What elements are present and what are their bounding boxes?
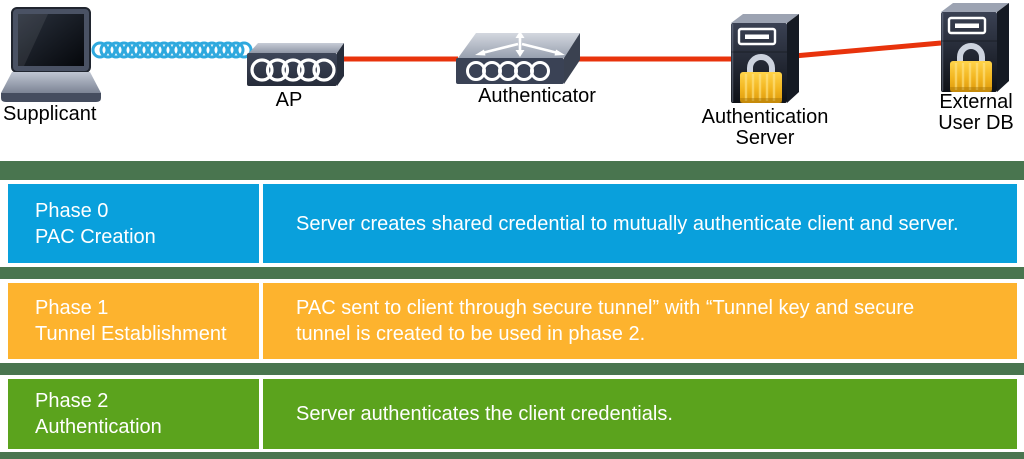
authentication-server-icon xyxy=(731,14,799,103)
coil-ports-icon xyxy=(250,58,336,82)
phase-2-description-cell: Server authenticates the client credenti… xyxy=(263,379,1017,449)
phase-0-description-cell: Server creates shared credential to mutu… xyxy=(263,184,1017,263)
phase-2-row: Phase 2 Authentication Server authentica… xyxy=(8,379,1017,449)
separator-band xyxy=(0,267,1024,279)
phase-subtitle: Authentication xyxy=(35,416,162,438)
separator-band xyxy=(0,161,1024,180)
phase-1-description-cell: PAC sent to client through secure tunnel… xyxy=(263,283,1017,359)
phase-2-label-cell: Phase 2 Authentication xyxy=(8,379,259,449)
phase-description-line: Server authenticates the client credenti… xyxy=(296,403,673,425)
phase-description-line: Server creates shared credential to mutu… xyxy=(296,212,959,235)
ap-label: AP xyxy=(275,89,303,111)
authenticator-icon xyxy=(456,31,580,84)
phase-name: Phase 1 xyxy=(35,297,109,319)
laptop-icon xyxy=(1,7,101,102)
phase-description-line: tunnel is created to be used in phase 2. xyxy=(296,323,646,345)
phase-0-row: Phase 0 PAC Creation Server creates shar… xyxy=(8,184,1017,263)
access-point-icon xyxy=(247,43,344,86)
phase-subtitle: Tunnel Establishment xyxy=(35,323,227,345)
external-user-db-label: External User DB xyxy=(938,91,1014,134)
topology-links xyxy=(91,40,942,62)
padlock-icon xyxy=(950,43,992,92)
phase-description-line: PAC sent to client through secure tunnel… xyxy=(296,297,915,319)
wireless-link-icon xyxy=(91,41,253,59)
external-user-db-icon xyxy=(941,3,1009,92)
separator-band xyxy=(0,363,1024,375)
phase-name: Phase 2 xyxy=(35,390,109,412)
authentication-server-label: Authentication Server xyxy=(701,106,829,149)
crossed-arrows-icon xyxy=(475,31,565,57)
phase-name: Phase 0 xyxy=(35,199,109,222)
separator-band xyxy=(0,452,1024,459)
phase-0-label-cell: Phase 0 PAC Creation xyxy=(8,184,259,263)
wired-link-lines xyxy=(334,40,942,62)
authenticator-label: Authenticator xyxy=(478,85,596,107)
phase-subtitle: PAC Creation xyxy=(35,225,156,248)
coil-ports-icon xyxy=(466,61,550,81)
phase-1-row: Phase 1 Tunnel Establishment PAC sent to… xyxy=(8,283,1017,359)
supplicant-label: Supplicant xyxy=(3,103,97,125)
disk-slot-icon xyxy=(947,16,987,35)
phase-1-label-cell: Phase 1 Tunnel Establishment xyxy=(8,283,259,359)
disk-slot-icon xyxy=(737,27,777,46)
padlock-icon xyxy=(740,54,782,103)
